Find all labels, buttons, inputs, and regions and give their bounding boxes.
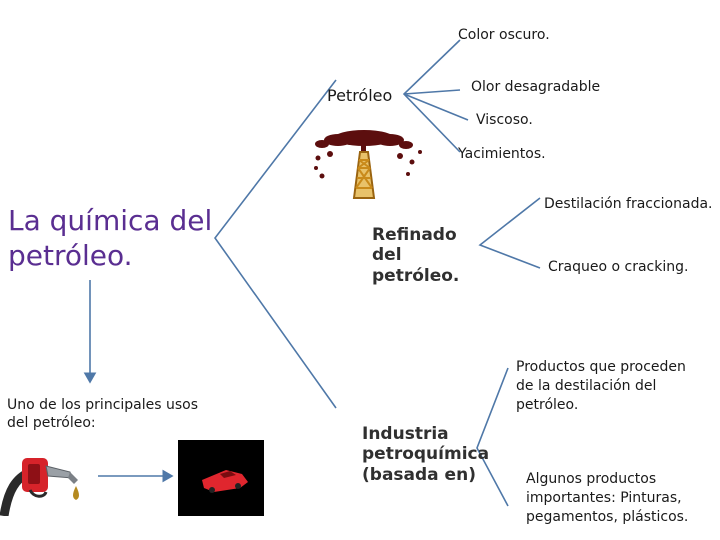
page-title: La química del petróleo. xyxy=(8,204,213,272)
industria-algunos: Algunos productos importantes: Pinturas,… xyxy=(526,471,689,525)
brace-petroleo xyxy=(402,39,469,153)
industria-productos: Productos que proceden de la destilación… xyxy=(516,359,686,413)
property-yacimientos: Yacimientos. xyxy=(458,146,546,162)
property-viscoso: Viscoso. xyxy=(476,112,533,128)
brace-industria xyxy=(476,367,509,507)
brace-main xyxy=(214,79,337,409)
node-refinado: Refinado del petróleo. xyxy=(372,225,492,286)
red-car-icon xyxy=(202,470,248,493)
property-olor: Olor desagradable xyxy=(471,79,601,95)
refinado-craqueo: Craqueo o cracking. xyxy=(548,259,689,275)
refinado-destilacion: Destilación fraccionada. xyxy=(544,196,713,212)
oil-splash-icon xyxy=(314,130,422,179)
brace-refinado xyxy=(478,197,541,269)
node-petroleo: Petróleo xyxy=(327,86,393,105)
oil-derrick-picture xyxy=(314,130,422,199)
node-industria: Industria petroquímica (basada en) xyxy=(362,424,490,485)
node-refinado-label: Refinado del petróleo. xyxy=(372,225,460,286)
car-picture xyxy=(178,440,264,516)
oil-derrick-icon xyxy=(352,151,376,199)
property-color: Color oscuro. xyxy=(458,27,550,43)
fuel-nozzle-icon xyxy=(0,458,79,516)
usos-label: Uno de los principales usos del petróleo… xyxy=(7,397,199,432)
